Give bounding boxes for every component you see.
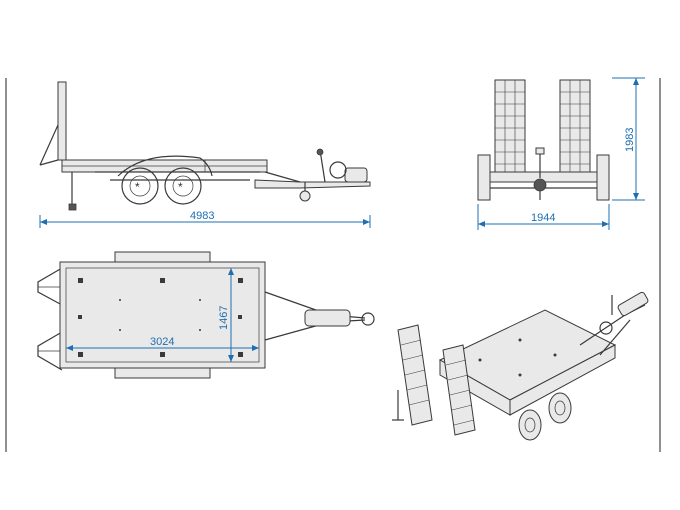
deck-length-label: 3024: [150, 336, 174, 348]
front-ramp-left: [494, 79, 526, 176]
iso-coupling: [617, 291, 649, 317]
front-wheel-right: [596, 154, 610, 201]
top-mudguard-lower: [114, 367, 211, 379]
front-coupling: [533, 178, 547, 192]
side-wheel-front: *: [121, 167, 159, 205]
top-coupling: [304, 309, 351, 327]
front-wheel-left: [477, 154, 491, 201]
top-mudguard-upper: [114, 251, 211, 263]
iso-wheel-rear: [548, 392, 572, 424]
side-wheel-rear: *: [164, 167, 202, 205]
iso-wheel-front: [518, 409, 542, 441]
side-view: * * 4983: [39, 81, 371, 228]
side-length-label: 4983: [190, 210, 214, 222]
isometric-view: [392, 291, 649, 441]
jockey-wheel: [299, 190, 311, 202]
ramp-brace: [39, 124, 59, 166]
front-ramp-right: [559, 79, 591, 176]
front-height-label: 1983: [624, 128, 636, 152]
iso-ramp-right: [442, 344, 476, 436]
front-view: 1983 1944: [477, 77, 645, 230]
deck-width-label: 1467: [218, 306, 230, 330]
top-view: 3024 1467: [37, 251, 375, 379]
coupling-head: [344, 167, 368, 183]
side-mudguard: [117, 155, 213, 177]
side-ramp: [57, 81, 67, 161]
svg-text:*: *: [135, 180, 140, 194]
svg-text:*: *: [178, 180, 183, 194]
iso-ramp-left: [397, 324, 433, 426]
front-width-label: 1944: [531, 212, 555, 224]
